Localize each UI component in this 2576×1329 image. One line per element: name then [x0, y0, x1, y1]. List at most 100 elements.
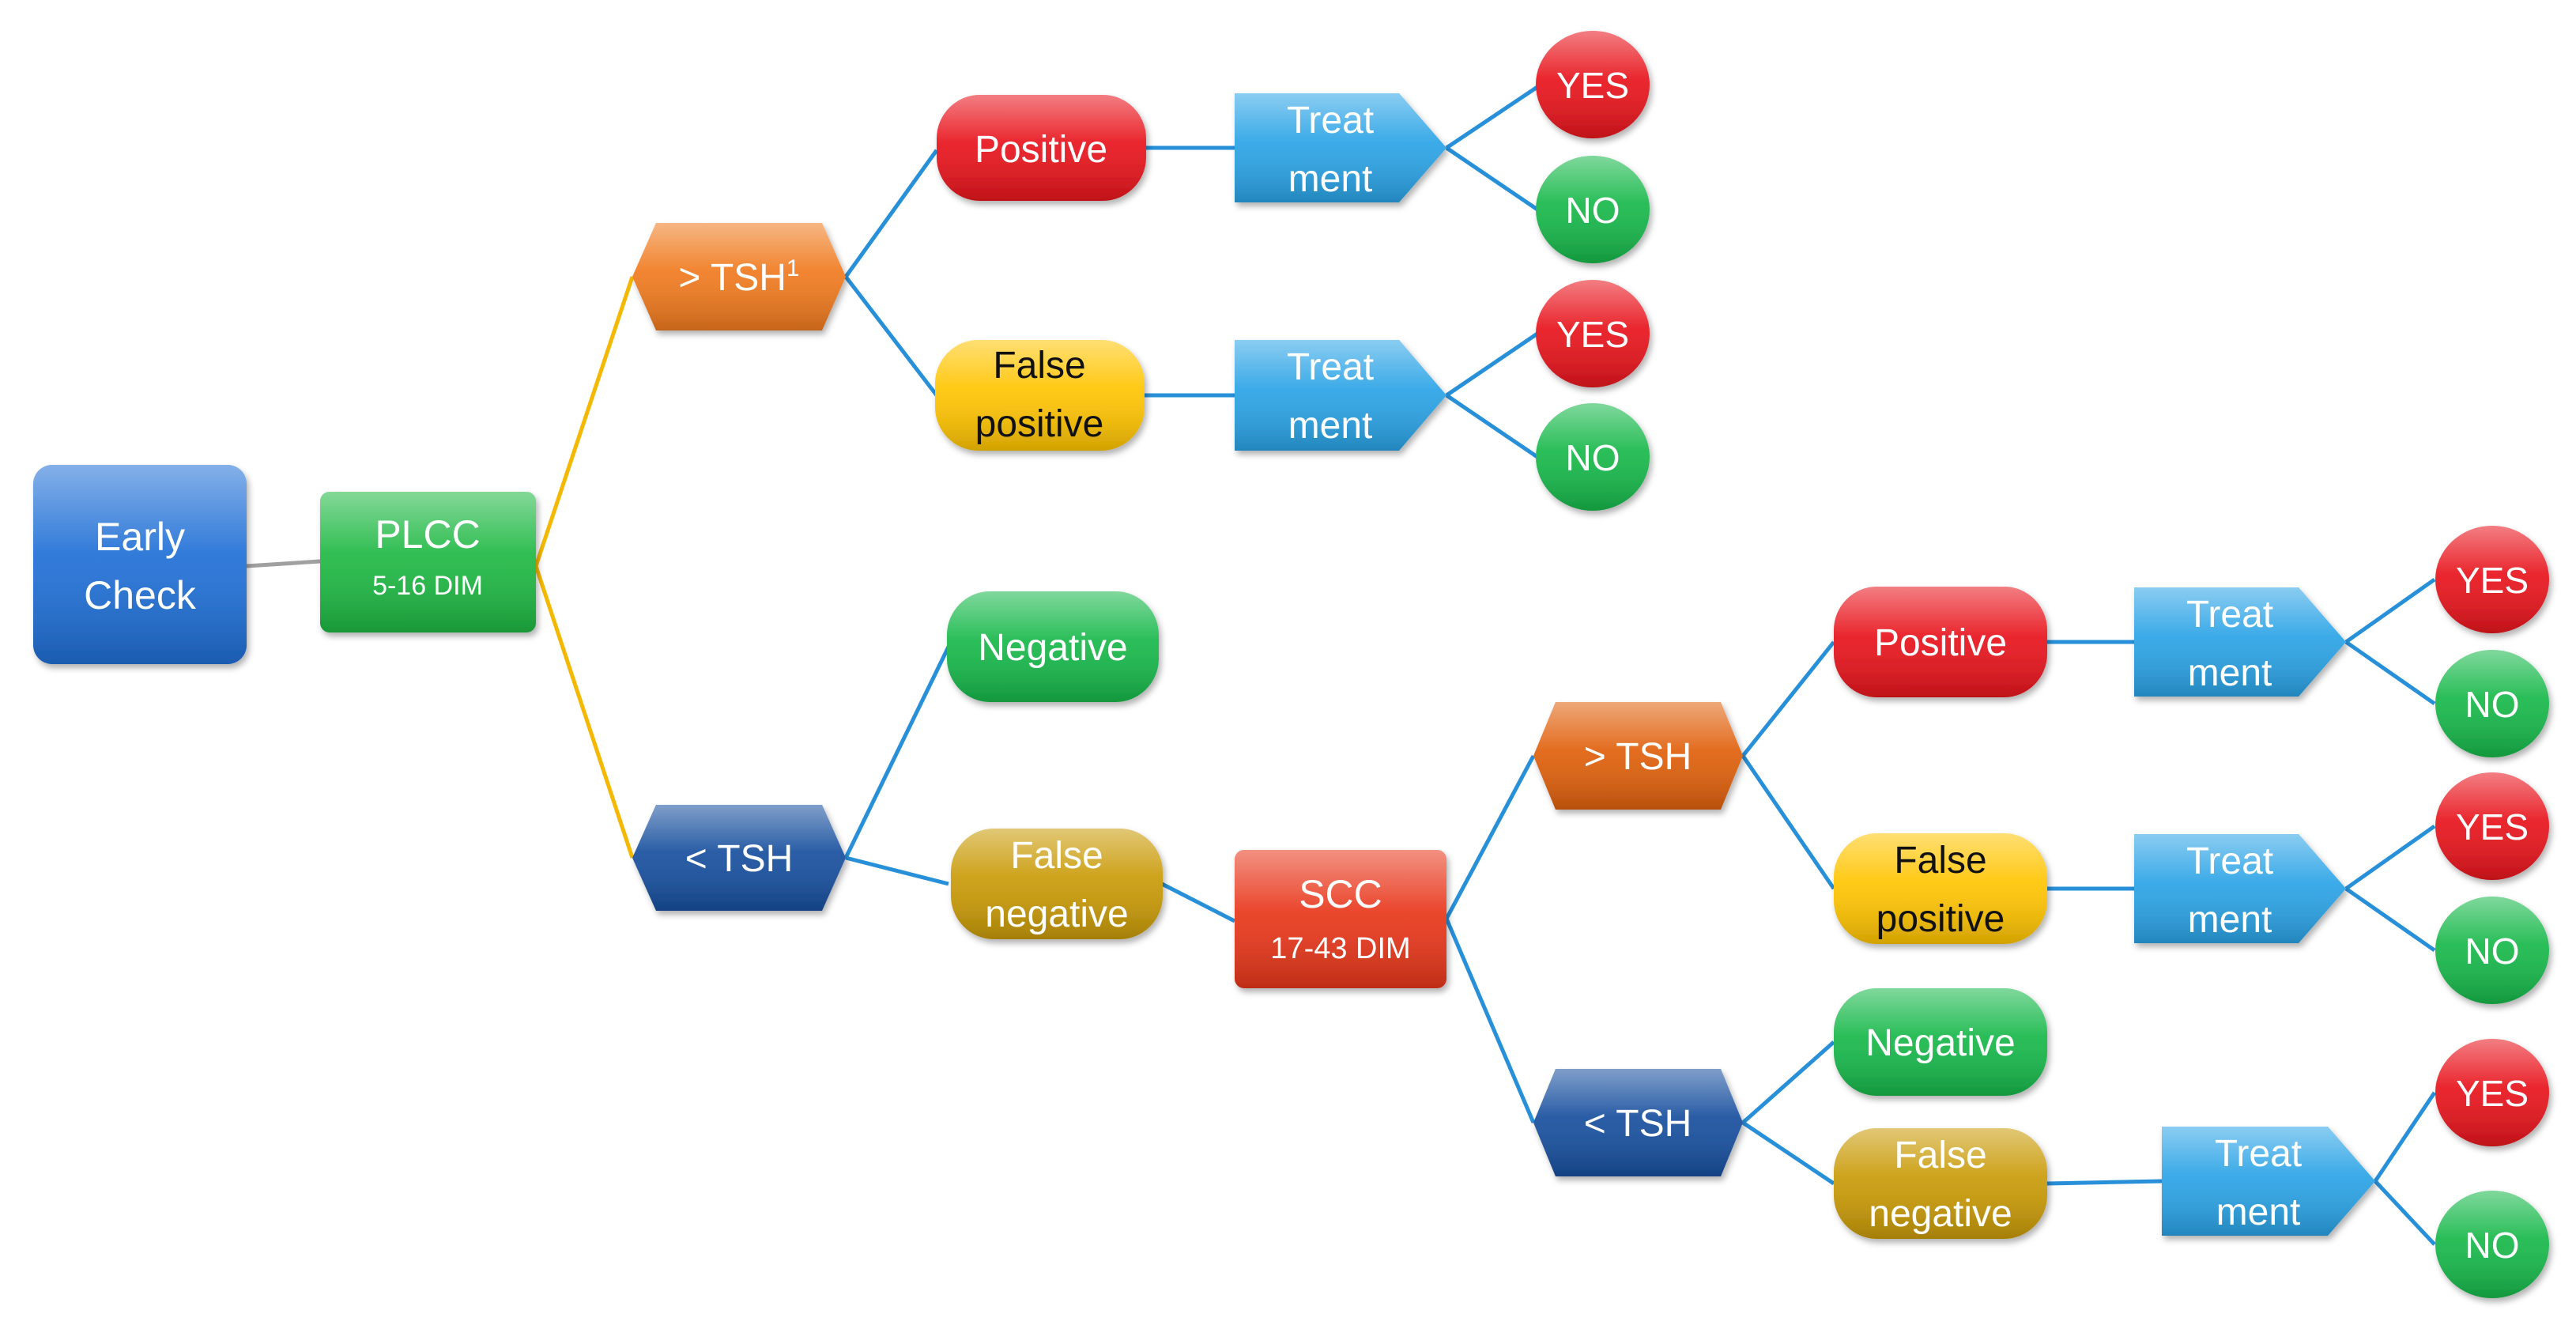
yes-2-label: YES [1556, 314, 1629, 355]
early-check-label-line2: Check [84, 573, 197, 617]
connector-treat-1-yes-1 [1445, 85, 1539, 150]
connector-treat-2-yes-2 [1445, 331, 1539, 398]
connector-early-plcc [246, 559, 321, 568]
plcc-title: PLCC [375, 512, 480, 557]
no-3-label: NO [2465, 684, 2520, 725]
connector-treat-4-yes-4 [2344, 824, 2436, 891]
tsh-high-1-hexagon [632, 223, 846, 330]
scc-subtitle: 17-43 DIM [1270, 932, 1410, 965]
no-5-label: NO [2465, 1225, 2520, 1266]
connector-tsh-high-1-false-positive-1 [844, 275, 938, 397]
negative-1-pill [947, 591, 1159, 702]
tsh-low-2-label: < TSH [1584, 1103, 1692, 1145]
yes-4-label: YES [2456, 806, 2529, 848]
connector-treat-5-no-5 [2374, 1180, 2436, 1246]
treat-2-line1: Treat [1287, 346, 1374, 388]
false-positive-2-line1: False [1894, 840, 1986, 882]
tsh-low-1-label: < TSH [685, 838, 794, 880]
yes-3-label: YES [2456, 560, 2529, 601]
no-4-circle [2435, 897, 2549, 1004]
no-3-circle [2435, 650, 2549, 757]
yes-4-circle [2435, 772, 2549, 880]
false-positive-2-pill [1834, 833, 2047, 944]
false-positive-1-pill [935, 340, 1145, 451]
connector-false-negative-2-treat-5 [2046, 1179, 2163, 1186]
connector-treat-3-no-3 [2344, 640, 2436, 706]
treat-2-line2: ment [1288, 405, 1373, 447]
treat-5-line1: Treat [2215, 1133, 2302, 1175]
tsh-high-1-superscript: 1 [786, 255, 800, 281]
scc-box [1235, 850, 1446, 988]
false-positive-1-line2: positive [975, 403, 1104, 445]
treat-4-line1: Treat [2186, 840, 2273, 882]
no-2-circle [1536, 403, 1650, 511]
negative-1-label: Negative [978, 627, 1127, 669]
false-negative-2-line2: negative [1869, 1193, 2012, 1235]
connector-plcc-tsh-high-1 [534, 276, 635, 567]
connector-treat-2-no-2 [1445, 393, 1539, 459]
treat-1-arrow [1235, 93, 1446, 202]
tsh-high-2-hexagon [1533, 702, 1743, 810]
treat-3-line2: ment [2188, 652, 2272, 694]
connector-treat-5-yes-5 [2373, 1091, 2437, 1183]
connector-scc-tsh-low-2 [1444, 918, 1536, 1123]
yes-1-circle [1536, 31, 1650, 138]
false-negative-1-line1: False [1010, 835, 1103, 877]
positive-2-label: Positive [1874, 622, 2007, 664]
treat-5-arrow [2162, 1127, 2375, 1236]
tsh-low-2-hexagon [1533, 1069, 1743, 1176]
connector-tsh-low-2-false-negative-2 [1741, 1120, 1835, 1186]
connector-tsh-high-1-positive-1 [843, 149, 939, 278]
connectors [246, 85, 2437, 1246]
positive-1-pill [937, 95, 1146, 201]
connector-treat-4-no-4 [2344, 886, 2436, 953]
early-check-box [33, 465, 247, 664]
positive-1-label: Positive [975, 129, 1107, 171]
connector-tsh-low-1-negative-1 [843, 645, 951, 859]
connector-false-negative-1-scc [1160, 882, 1236, 923]
scc-title: SCC [1299, 872, 1382, 916]
early-check-label-line1: Early [95, 515, 185, 559]
yes-1-label: YES [1556, 65, 1629, 106]
connector-treat-3-yes-3 [2344, 577, 2436, 644]
treat-1-line1: Treat [1287, 100, 1374, 142]
no-1-label: NO [1566, 190, 1620, 231]
negative-2-pill [1834, 988, 2047, 1096]
connector-tsh-high-2-positive-2 [1741, 640, 1835, 757]
false-negative-2-pill [1834, 1128, 2047, 1239]
treat-3-line1: Treat [2186, 594, 2273, 636]
yes-3-circle [2435, 526, 2549, 633]
connector-scc-tsh-high-2 [1444, 754, 1536, 920]
no-5-circle [2435, 1191, 2549, 1298]
connector-tsh-high-2-false-positive-2 [1741, 754, 1836, 890]
false-negative-1-pill [951, 829, 1163, 939]
negative-2-label: Negative [1865, 1022, 2015, 1064]
false-negative-2-line1: False [1894, 1135, 1986, 1176]
connector-treat-1-no-1 [1445, 145, 1539, 212]
plcc-box [320, 492, 536, 632]
treat-5-line2: ment [2216, 1191, 2301, 1233]
no-2-label: NO [1566, 437, 1620, 478]
treat-4-line2: ment [2188, 899, 2272, 941]
treat-1-line2: ment [1288, 158, 1373, 200]
false-negative-1-line2: negative [985, 893, 1128, 935]
false-positive-1-line1: False [993, 345, 1085, 387]
tsh-low-1-hexagon [632, 805, 846, 911]
connector-tsh-low-2-negative-2 [1741, 1040, 1835, 1124]
treat-3-arrow [2134, 587, 2346, 697]
yes-5-circle [2435, 1039, 2549, 1146]
connector-plcc-tsh-low-1 [534, 565, 635, 859]
yes-2-circle [1536, 280, 1650, 387]
treat-2-arrow [1235, 340, 1446, 451]
no-4-label: NO [2465, 931, 2520, 972]
tsh-high-2-label: > TSH [1584, 736, 1692, 778]
plcc-subtitle: 5-16 DIM [372, 571, 483, 601]
yes-5-label: YES [2456, 1073, 2529, 1114]
treat-4-arrow [2134, 834, 2346, 943]
no-1-circle [1536, 156, 1650, 263]
connector-tsh-low-1-false-negative-1 [845, 855, 949, 886]
false-positive-2-line2: positive [1876, 898, 2005, 940]
tsh-high-1-label: > TSH1 [678, 255, 799, 299]
positive-2-pill [1834, 587, 2047, 697]
